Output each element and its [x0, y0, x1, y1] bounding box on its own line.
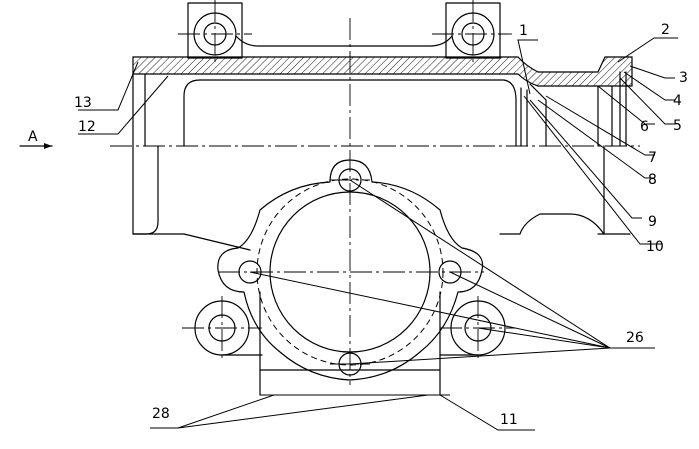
callout-28: 28	[152, 406, 170, 422]
leader-lines	[78, 37, 678, 431]
top-plate-section	[132, 56, 633, 87]
flange-assembly	[217, 159, 484, 381]
callout-10: 10	[646, 239, 664, 255]
housing-body	[132, 71, 631, 251]
callout-2: 2	[661, 22, 670, 38]
callout-3: 3	[679, 70, 688, 86]
top-bolt-bosses	[178, 0, 512, 62]
callout-1: 1	[519, 23, 528, 39]
callout-6: 6	[640, 119, 649, 135]
callout-11: 11	[500, 412, 518, 428]
callout-8: 8	[648, 172, 657, 188]
callout-12: 12	[78, 119, 96, 135]
callout-9: 9	[648, 214, 657, 230]
flange-outline	[217, 159, 484, 381]
callout-26: 26	[626, 330, 644, 346]
callout-labels: 1 2 3 4 5 6 7 8 9 10 11 12 13 26 28	[74, 22, 688, 428]
callout-7: 7	[648, 150, 657, 166]
view-a-indicator: A	[19, 129, 53, 149]
view-a-label: A	[28, 129, 38, 145]
callout-5: 5	[673, 118, 682, 134]
callout-13: 13	[74, 95, 92, 111]
callout-4: 4	[673, 93, 682, 109]
